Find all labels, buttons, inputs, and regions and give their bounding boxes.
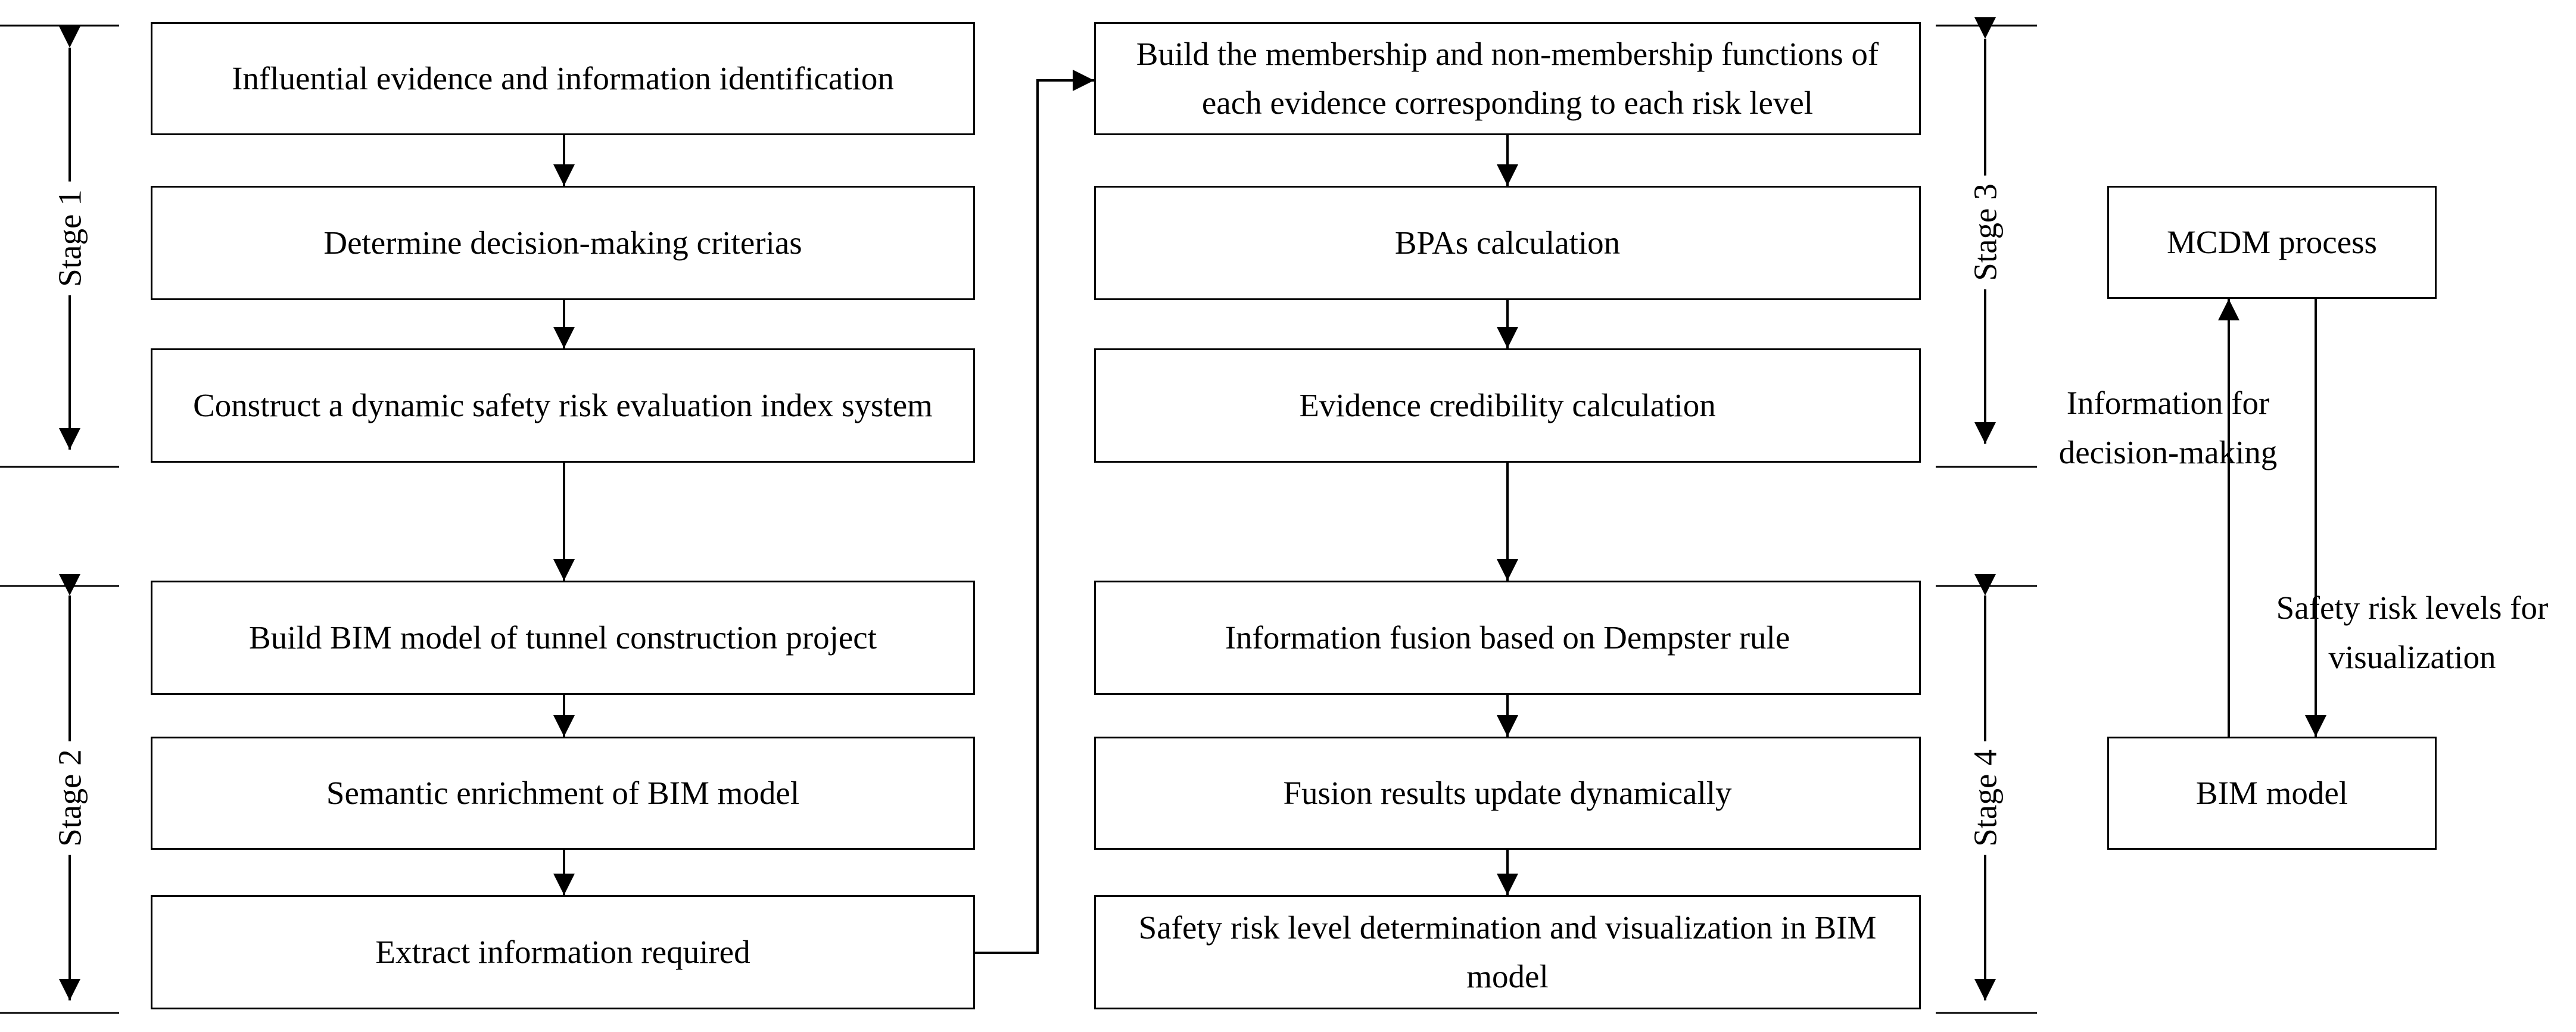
info-for-decision-line2: decision-making xyxy=(2058,434,2278,470)
extract-information-box: Extract information required xyxy=(151,895,975,1009)
influential-evidence-text: Influential evidence and information ide… xyxy=(232,60,894,96)
safety-risk-levels-line1: Safety risk levels for xyxy=(2276,590,2549,626)
stage4-text: Stage 4 xyxy=(1966,741,2004,855)
membership-functions-text: Build the membership and non-membership … xyxy=(1136,35,1879,121)
bpas-calculation-text: BPAs calculation xyxy=(1394,224,1621,261)
membership-functions-box: Build the membership and non-membership … xyxy=(1094,22,1921,135)
influential-evidence-box: Influential evidence and information ide… xyxy=(151,22,975,135)
index-system-box: Construct a dynamic safety risk evaluati… xyxy=(151,348,975,463)
mcdm-process-text: MCDM process xyxy=(2167,223,2377,260)
semantic-enrichment-box: Semantic enrichment of BIM model xyxy=(151,737,975,850)
info-for-decision-line1: Information for xyxy=(2066,385,2270,421)
flow-arrow xyxy=(975,70,1094,954)
stage3-text: Stage 3 xyxy=(1966,175,2004,289)
fusion-update-box: Fusion results update dynamically xyxy=(1094,737,1921,850)
build-bim-text: Build BIM model of tunnel construction p… xyxy=(249,619,877,656)
bpas-calculation-box: BPAs calculation xyxy=(1094,186,1921,300)
risk-determination-box: Safety risk level determination and visu… xyxy=(1094,895,1921,1009)
information-fusion-box: Information fusion based on Dempster rul… xyxy=(1094,581,1921,695)
safety-risk-levels-line2: visualization xyxy=(2328,638,2496,675)
decision-criteria-box: Determine decision-making criterias xyxy=(151,186,975,300)
decision-criteria-text: Determine decision-making criterias xyxy=(323,224,802,261)
stage1-text: Stage 1 xyxy=(51,181,89,295)
bim-model-box: BIM model xyxy=(2107,737,2437,850)
info-for-decision-label: Information for decision-making xyxy=(2043,379,2293,477)
evidence-credibility-box: Evidence credibility calculation xyxy=(1094,348,1921,463)
bim-model-text: BIM model xyxy=(2195,774,2348,811)
safety-risk-levels-label: Safety risk levels for visualization xyxy=(2251,584,2573,682)
evidence-credibility-text: Evidence credibility calculation xyxy=(1299,386,1716,423)
information-fusion-text: Information fusion based on Dempster rul… xyxy=(1225,619,1790,656)
mcdm-process-box: MCDM process xyxy=(2107,186,2437,299)
index-system-text: Construct a dynamic safety risk evaluati… xyxy=(193,386,933,423)
stage2-text: Stage 2 xyxy=(51,741,89,855)
risk-determination-text: Safety risk level determination and visu… xyxy=(1138,909,1877,995)
build-bim-box: Build BIM model of tunnel construction p… xyxy=(151,581,975,695)
fusion-update-text: Fusion results update dynamically xyxy=(1283,774,1732,811)
semantic-enrichment-text: Semantic enrichment of BIM model xyxy=(326,774,800,811)
extract-information-text: Extract information required xyxy=(375,933,750,970)
